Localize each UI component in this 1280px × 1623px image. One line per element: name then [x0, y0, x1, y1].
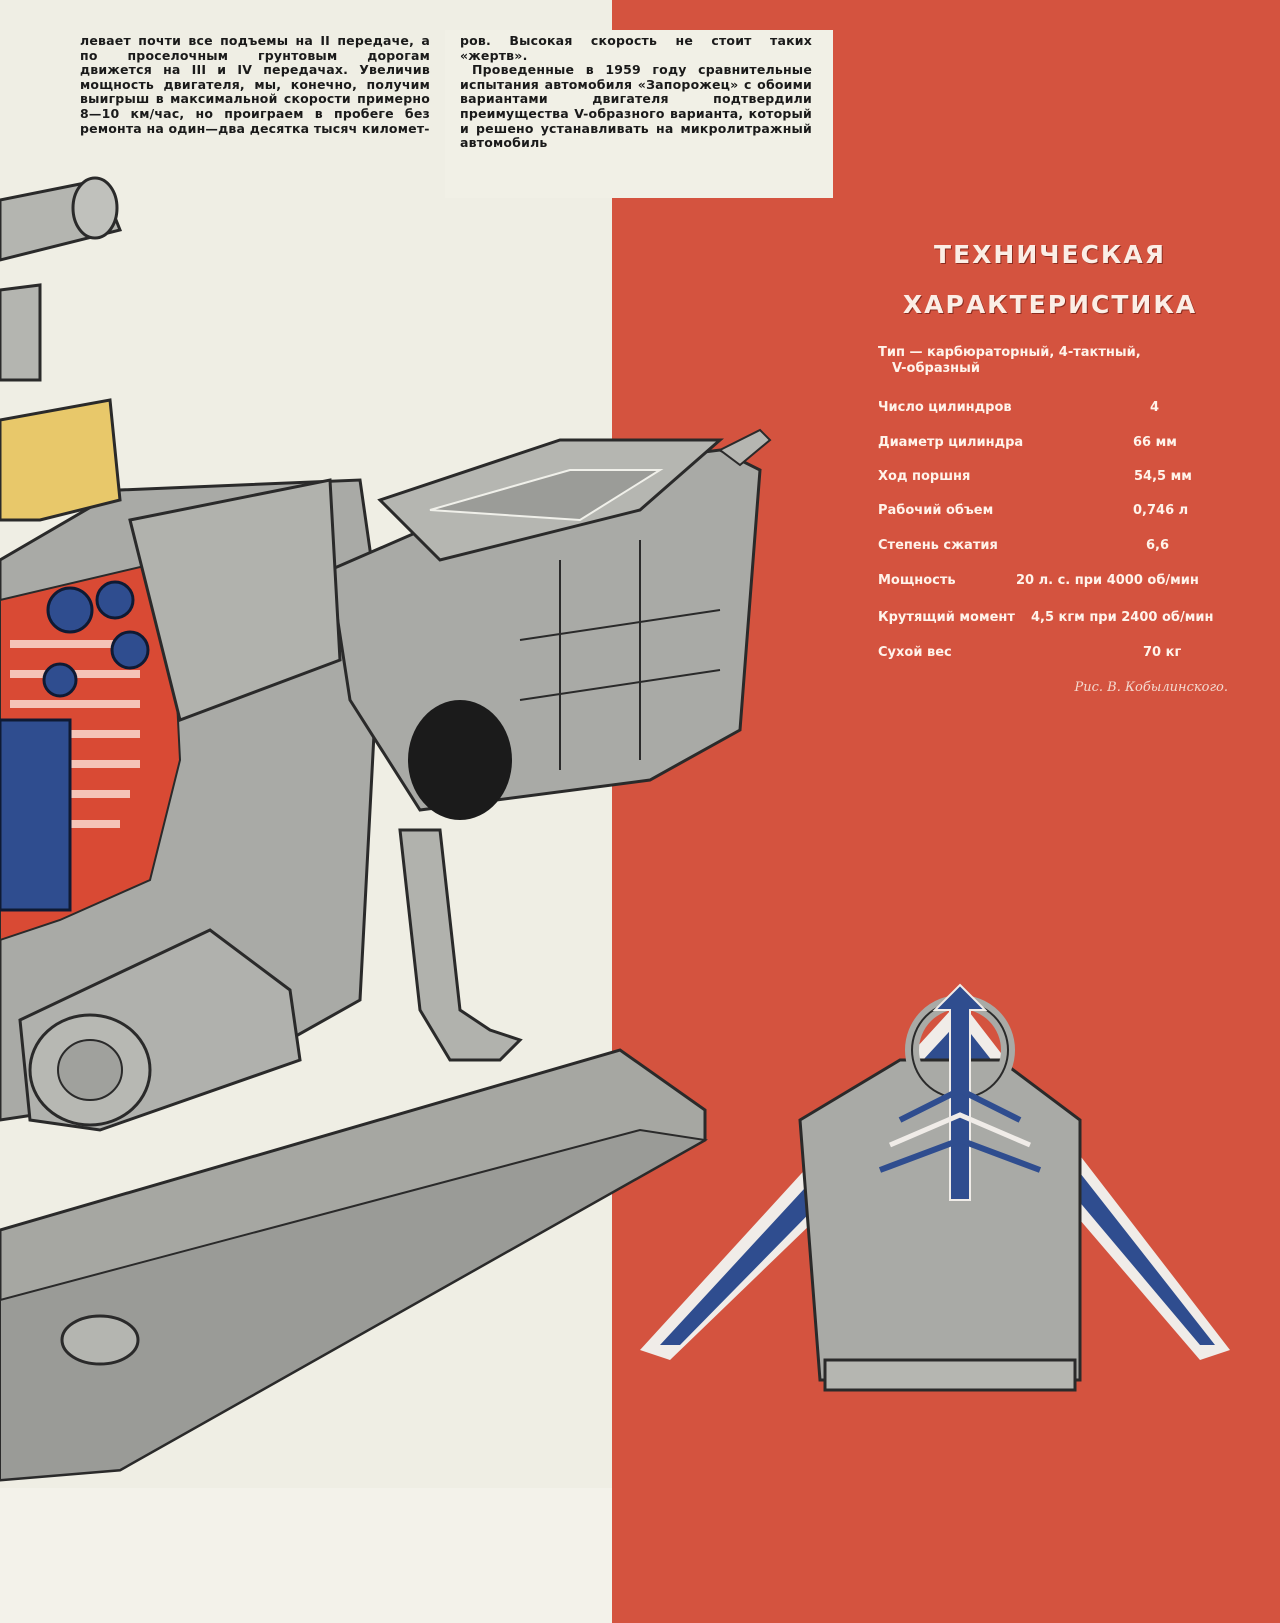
- article-column-left: левает почти все подъемы на II передаче,…: [80, 33, 430, 136]
- spec-engine-type: Тип — карбюраторный, 4-тактный, V-образн…: [878, 345, 1198, 377]
- spec-row: Мощность 20 л. с. при 4000 об/мин: [878, 573, 1230, 593]
- spec-row: Диаметр цилиндра 66 мм: [878, 435, 1230, 455]
- generator: [18, 928, 302, 1132]
- spec-type-line1: Тип — карбюраторный, 4-тактный,: [878, 345, 1141, 360]
- spec-value: 4: [1150, 400, 1160, 415]
- spec-row: Ход поршня 54,5 мм: [878, 469, 1230, 489]
- air-filter: [0, 176, 123, 382]
- gearbox: [328, 428, 772, 820]
- spec-value: 70 кг: [1143, 645, 1182, 660]
- article-column-right: ров. Высокая скорость не стоит таких «же…: [460, 33, 812, 151]
- spec-label: Ход поршня: [878, 469, 971, 484]
- spec-label: Степень сжатия: [878, 538, 998, 553]
- engine-cutaway: [0, 558, 182, 942]
- specs-title-line2: ХАРАКТЕРИСТИКА: [902, 290, 1198, 319]
- spec-label: Число цилиндров: [878, 400, 1012, 415]
- yellow-block: [0, 398, 122, 522]
- spec-row: Сухой вес 70 кг: [878, 645, 1230, 665]
- spec-label: Сухой вес: [878, 645, 952, 660]
- spec-row: Крутящий момент 4,5 кгм при 2400 об/мин: [878, 610, 1230, 630]
- article-paragraph: левает почти все подъемы на II передаче,…: [80, 33, 430, 136]
- spec-row: Степень сжатия 6,6: [878, 538, 1230, 558]
- spec-value: 0,746 л: [1133, 503, 1189, 518]
- spec-row: Число цилиндров 4: [878, 400, 1230, 420]
- exhaust-pipe: [398, 828, 523, 1062]
- specs-title-line1: ТЕХНИЧЕСКАЯ: [934, 240, 1166, 269]
- article-paragraph: Проведенные в 1959 году сравнительные ис…: [460, 62, 812, 151]
- spec-row: Рабочий объем 0,746 л: [878, 503, 1230, 523]
- illustration-credit: Рис. В. Кобылинского.: [1074, 680, 1228, 695]
- spec-label: Крутящий момент: [878, 610, 1015, 625]
- article-paragraph: ров. Высокая скорость не стоит таких «же…: [460, 33, 812, 63]
- spec-value: 20 л. с. при 4000 об/мин: [1016, 573, 1199, 588]
- spec-type-line2: V-образный: [892, 361, 980, 376]
- article-column-right-box: [445, 30, 833, 198]
- engine-emblem-logo: [640, 983, 1230, 1392]
- bottom-margin: [0, 1488, 612, 1623]
- spec-label: Диаметр цилиндра: [878, 435, 1024, 450]
- spec-value: 4,5 кгм при 2400 об/мин: [1031, 610, 1214, 625]
- spec-value: 54,5 мм: [1134, 469, 1192, 484]
- spec-label: Мощность: [878, 573, 956, 588]
- spec-value: 66 мм: [1133, 435, 1177, 450]
- spec-label: Рабочий объем: [878, 503, 994, 518]
- valve-cover: [128, 478, 342, 722]
- spec-value: 6,6: [1146, 538, 1170, 553]
